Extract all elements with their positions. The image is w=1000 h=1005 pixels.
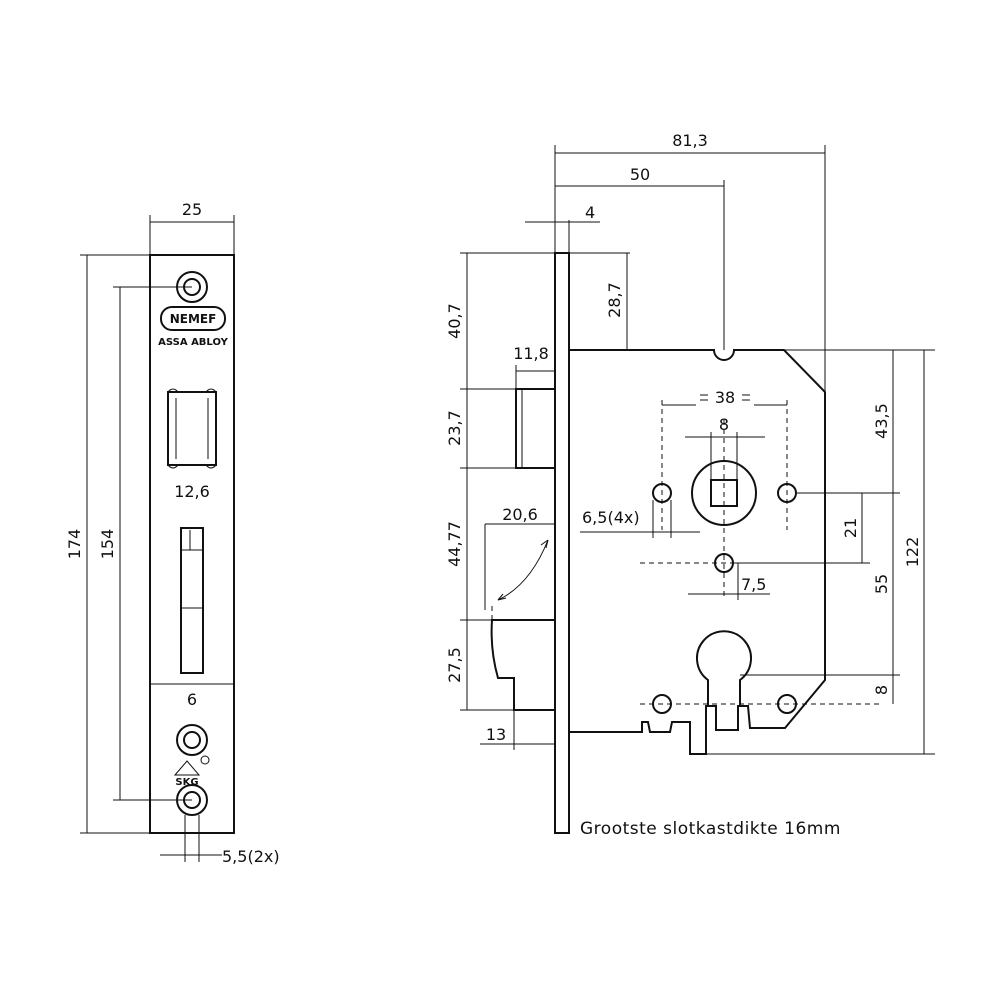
dim-spindle-to-cylinder-label: 55 — [872, 574, 891, 594]
dim-plate-thickness: 4 — [525, 203, 600, 253]
lockcase-outline — [569, 349, 826, 755]
dim-hole-diameter-label: 5,5(2x) — [222, 847, 280, 866]
logo-text: NEMEF — [170, 312, 217, 326]
cylinder-profile — [696, 630, 752, 706]
dim-spindle-square-label: 8 — [719, 415, 729, 434]
dim-hole-spacing-label: 154 — [98, 529, 117, 560]
latch-bolt — [515, 388, 556, 469]
dim-spindle-to-hole-label: 21 — [841, 518, 860, 538]
dim-bolt-throw: 20,6 — [484, 505, 555, 610]
lockcase-note: Grootste slotkastdikte 16mm — [580, 819, 841, 839]
dim-hole-offset: 7,5 — [688, 563, 770, 600]
bolt-slot — [180, 527, 204, 674]
dim-bolt-projection-label: 13 — [486, 725, 506, 744]
dim-latch-height-label: 23,7 — [445, 410, 464, 446]
dim-fixing-spacing-label: 38 — [715, 388, 735, 407]
lockcase-view: 81,3 50 4 28,7 40,7 23 — [445, 131, 935, 839]
dim-width-label: 25 — [182, 200, 202, 219]
dim-case-top-to-spindle-label: 43,5 — [872, 403, 891, 439]
cert-text: SKG — [175, 777, 198, 788]
dim-bolt-projection: 13 — [480, 710, 555, 750]
dim-hole-diameter: 5,5(2x) — [160, 815, 280, 866]
faceplate-outline — [149, 254, 235, 834]
dim-backset: 50 — [555, 165, 725, 350]
dim-vertical-chain: 40,7 23,7 44,77 27,5 — [445, 252, 555, 711]
dim-bolt-width: 6 — [150, 683, 234, 709]
dim-case-height-label: 122 — [903, 537, 922, 568]
dim-fixing-spacing: 38 — [662, 388, 787, 408]
dim-total-height-label: 174 — [65, 529, 84, 560]
dim-hole-spacing: 154 — [98, 286, 192, 801]
dim-fixing-hole-label: 6,5(4x) — [582, 508, 640, 527]
dim-backset-label: 50 — [630, 165, 650, 184]
skg-cert-icon: SKG — [173, 755, 210, 788]
dim-plate-thickness-label: 4 — [585, 203, 595, 222]
dim-cylinder-offset-label: 8 — [872, 685, 891, 695]
dim-bolt-throw-label: 20,6 — [502, 505, 538, 524]
brand-text: ASSA ABLOY — [158, 337, 228, 348]
dim-right-chain: 43,5 21 55 122 8 — [706, 349, 935, 755]
dim-latch-width-label: 11,8 — [513, 344, 549, 363]
dim-slot-width-label: 12,6 — [174, 482, 210, 501]
nemef-logo: NEMEF — [160, 306, 226, 331]
dim-top-to-latch-label: 40,7 — [445, 303, 464, 339]
dim-top-to-case: 28,7 — [555, 252, 630, 350]
dead-bolt — [490, 539, 555, 711]
dim-latch-width: 11,8 — [513, 344, 555, 389]
dim-overall-depth: 81,3 — [554, 131, 826, 392]
faceplate-view: NEMEF ASSA ABLOY SKG — [65, 200, 280, 866]
dim-top-to-case-label: 28,7 — [605, 282, 624, 318]
dim-total-height: 174 — [65, 254, 150, 834]
forend-plate — [554, 252, 570, 834]
dim-spindle-square: 8 — [685, 415, 765, 480]
dim-bolt-width-label: 6 — [187, 690, 197, 709]
dim-bolt-height-label: 27,5 — [445, 647, 464, 683]
dim-latch-to-bolt-label: 44,77 — [445, 521, 464, 567]
dim-hole-offset-label: 7,5 — [741, 575, 766, 594]
latch-slot — [167, 388, 217, 469]
dim-overall-depth-label: 81,3 — [672, 131, 708, 150]
middle-screw-hole — [176, 724, 208, 756]
dim-fixing-hole: 6,5(4x) — [580, 500, 700, 538]
dim-width: 25 — [149, 200, 235, 255]
